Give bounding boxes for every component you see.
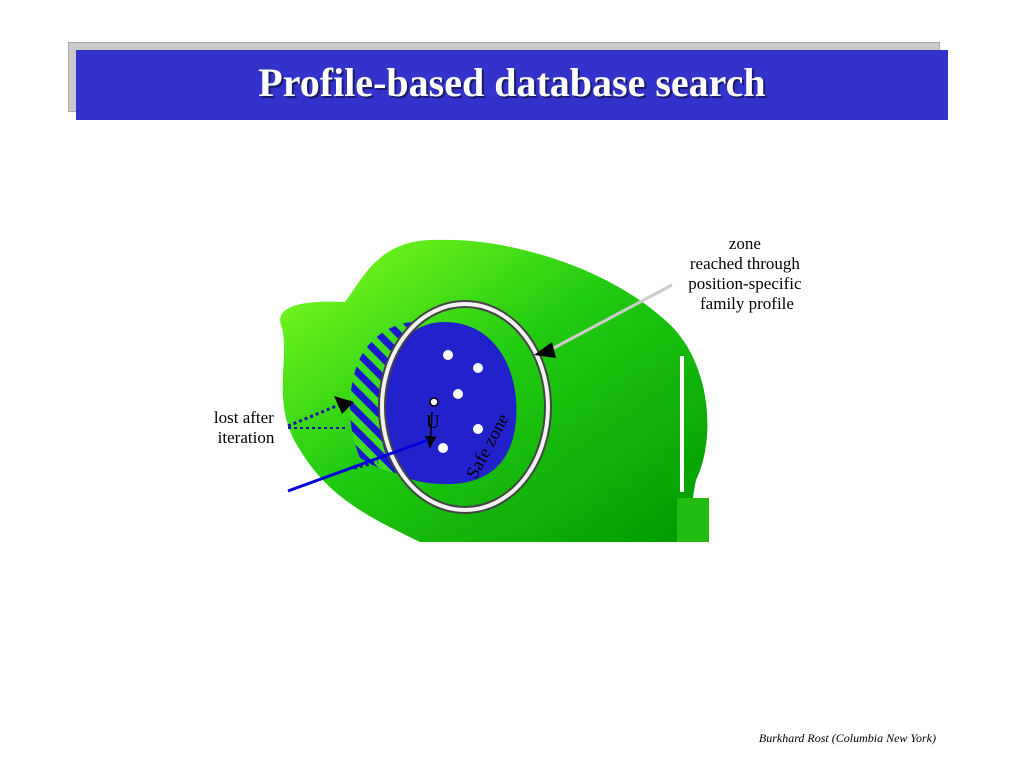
lost-pointer-dotted — [353, 460, 379, 470]
green-block — [677, 498, 709, 542]
homologue-dot — [473, 363, 483, 373]
query-label: U — [426, 412, 440, 433]
white-notch — [680, 356, 684, 492]
zone-pointer-line — [549, 283, 673, 352]
lost-pointer-dotted — [287, 400, 347, 428]
footer-credit: Burkhard Rost (Columbia New York) — [758, 731, 936, 745]
homologue-dot — [473, 424, 483, 434]
zone-arrowhead — [534, 342, 556, 358]
page-title: Profile-based database search — [258, 59, 766, 105]
blue-pointer-line — [287, 438, 429, 493]
homologue-dot — [438, 443, 448, 453]
zone-label: zone reached through position-specific f… — [688, 234, 806, 313]
lost-arrowhead — [334, 396, 354, 414]
homologue-dot — [443, 350, 453, 360]
profile-zone-ring-highlight — [380, 302, 550, 512]
query-dot — [429, 397, 439, 407]
title-bar: Profile-based database search — [76, 50, 948, 120]
query-arrow — [424, 411, 437, 449]
lost-label: lost after iteration — [214, 408, 278, 447]
homologue-dot — [453, 389, 463, 399]
